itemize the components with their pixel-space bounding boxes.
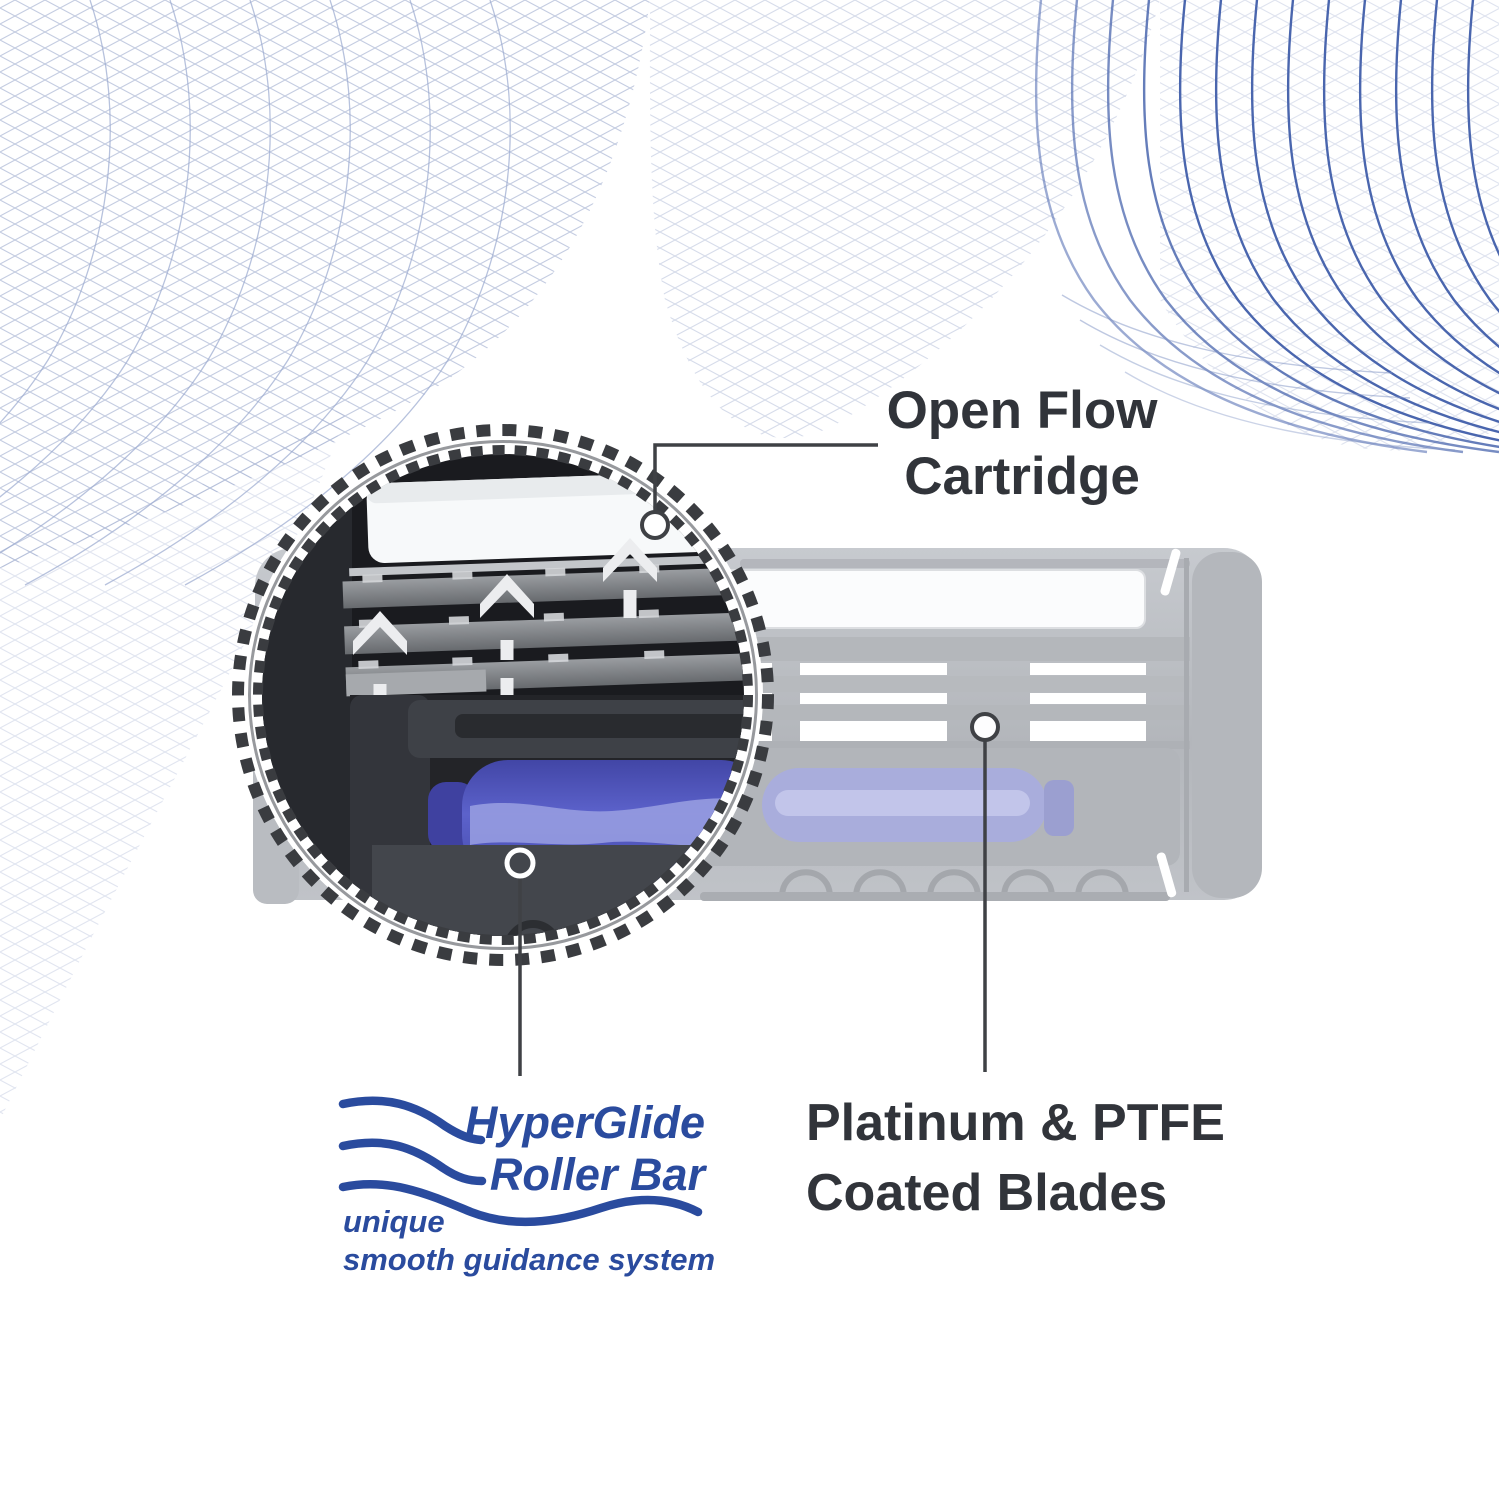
hyperglide-tagline-line1: unique bbox=[343, 1204, 445, 1239]
wave-lines-icon bbox=[338, 1096, 703, 1227]
open-flow-line1: Open Flow bbox=[886, 381, 1158, 440]
callout-line-open-flow bbox=[653, 443, 878, 512]
callout-marker-roller bbox=[504, 847, 536, 879]
arrow-stem-dash bbox=[500, 640, 514, 660]
hyperglide-tagline-line2: smooth guidance system bbox=[343, 1242, 716, 1277]
callout-marker-platinum bbox=[970, 712, 1000, 742]
up-arrow-icon bbox=[353, 611, 407, 655]
callout-marker-open-flow bbox=[640, 510, 670, 540]
up-arrow-icon bbox=[603, 538, 657, 582]
hyperglide-brand-label: HyperGlide Roller Bar bbox=[418, 1097, 705, 1201]
platinum-blades-label: Platinum & PTFE Coated Blades bbox=[806, 1088, 1225, 1228]
magnifier-dashed-circle bbox=[232, 424, 774, 966]
open-flow-cartridge-label: Open Flow Cartridge bbox=[812, 378, 1232, 510]
arrow-stem-dash bbox=[500, 678, 514, 698]
platinum-line1: Platinum & PTFE bbox=[806, 1094, 1225, 1152]
lubrication-strip-ghost bbox=[699, 569, 1146, 629]
hyperglide-tagline: unique smooth guidance system bbox=[343, 1203, 715, 1279]
platinum-line2: Coated Blades bbox=[806, 1164, 1168, 1222]
arrow-stem-dash bbox=[623, 590, 637, 618]
blade bbox=[344, 611, 744, 655]
open-flow-line2: Cartridge bbox=[904, 447, 1140, 506]
blade bbox=[342, 566, 744, 609]
hyperglide-brand-line2: Roller Bar bbox=[489, 1149, 705, 1200]
hyperglide-brand-line1: HyperGlide bbox=[464, 1097, 705, 1148]
up-arrow-icon bbox=[480, 574, 534, 618]
